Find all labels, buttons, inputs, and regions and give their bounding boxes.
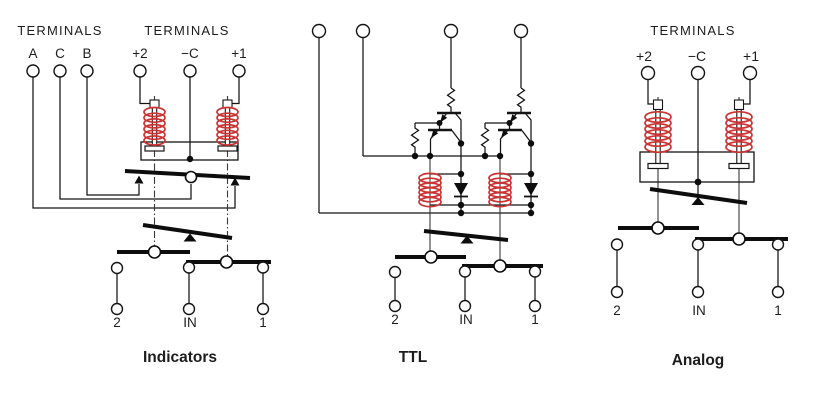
emitter-arrow bbox=[431, 129, 439, 138]
coil-winding bbox=[725, 110, 753, 154]
contact-circle-1 bbox=[256, 261, 270, 274]
terminal-label-c: C bbox=[55, 46, 65, 61]
ttl-terminal-wires bbox=[318, 37, 522, 213]
indicator-coil-wires bbox=[139, 77, 240, 158]
coil-plus1 bbox=[725, 99, 753, 170]
top-terminal-circles bbox=[640, 65, 758, 81]
contact-pivot-left bbox=[651, 221, 665, 235]
diagram-title-analog: Analog bbox=[672, 352, 725, 369]
analog-diagram: TERMINALS +2 −C +1 bbox=[610, 23, 788, 369]
output-label-in: IN bbox=[459, 312, 473, 327]
analog-coil-wires bbox=[647, 79, 751, 181]
terminal-label-plus1: +1 bbox=[743, 48, 759, 64]
flyback-diode-1 bbox=[454, 183, 468, 198]
output-label-in: IN bbox=[692, 303, 706, 318]
output-terminals bbox=[110, 261, 270, 316]
contact-circle-in bbox=[182, 261, 196, 274]
resistor-base-2 bbox=[480, 123, 490, 156]
resistor-base-1 bbox=[410, 123, 420, 156]
output-label-2: 2 bbox=[391, 312, 399, 327]
contact-pivot-right bbox=[732, 232, 746, 246]
transistor-pair-2 bbox=[480, 111, 532, 156]
contact-arrow-b bbox=[134, 175, 144, 184]
armature-pivot-triangle bbox=[691, 197, 705, 205]
terminals-header-left: TERMINALS bbox=[17, 23, 102, 38]
emitter-arrow bbox=[510, 114, 518, 123]
terminal-label-a: A bbox=[28, 46, 37, 61]
output-label-2: 2 bbox=[113, 315, 121, 330]
terminals-header: TERMINALS bbox=[650, 23, 735, 38]
contact-circle-in bbox=[458, 265, 472, 278]
indicator-pivot bbox=[184, 170, 198, 184]
output-label-1: 1 bbox=[259, 315, 267, 330]
contact-circle-1 bbox=[528, 265, 542, 278]
ttl-coil-1 bbox=[418, 172, 442, 208]
output-terminals bbox=[388, 265, 542, 313]
top-terminal-circles bbox=[26, 64, 246, 78]
terminals-header-right: TERMINALS bbox=[144, 23, 229, 38]
terminal-label-plus1: +1 bbox=[231, 46, 246, 61]
indicator-input-wires bbox=[32, 77, 236, 209]
contact-pivot-left bbox=[424, 250, 438, 264]
resistor-collector-1 bbox=[446, 87, 456, 113]
contact-arrow-a bbox=[230, 177, 240, 186]
resistor-collector-2 bbox=[516, 87, 526, 113]
flyback-diode-2 bbox=[524, 183, 538, 198]
indicators-diagram: TERMINALS TERMINALS A C B +2 −C +1 bbox=[17, 23, 271, 366]
terminal-label-plus2: +2 bbox=[636, 48, 652, 64]
output-terminals bbox=[610, 238, 785, 299]
switch-armature bbox=[649, 187, 748, 205]
coil-plus2 bbox=[143, 99, 166, 152]
coil-plus1 bbox=[216, 99, 239, 152]
armature-pivot-triangle bbox=[460, 235, 474, 244]
switch-armature bbox=[142, 223, 233, 240]
ttl-diagram: 2 IN 1 TTL bbox=[311, 23, 543, 366]
contact-pivot-right bbox=[493, 259, 507, 273]
diagram-title-indicators: Indicators bbox=[143, 349, 217, 366]
junction-dots bbox=[411, 120, 535, 217]
contact-pivot-left bbox=[147, 245, 162, 259]
emitter-arrow bbox=[501, 129, 509, 138]
terminal-label-b: B bbox=[82, 46, 91, 61]
contact-circle-1 bbox=[771, 238, 785, 251]
ttl-coil-2 bbox=[488, 172, 512, 208]
top-terminal-circles bbox=[311, 23, 529, 39]
output-label-1: 1 bbox=[531, 312, 539, 327]
terminal-label-minusc: −C bbox=[688, 48, 706, 64]
contact-circle-in bbox=[691, 238, 705, 251]
emitter-arrow bbox=[440, 114, 448, 123]
coil-plus2 bbox=[644, 99, 672, 170]
common-junction-dot bbox=[186, 155, 194, 163]
output-label-in: IN bbox=[183, 315, 197, 330]
terminal-label-minusc: −C bbox=[181, 46, 199, 61]
transistor-pair-1 bbox=[410, 111, 462, 156]
diagram-title-ttl: TTL bbox=[399, 349, 427, 366]
output-label-1: 1 bbox=[774, 303, 782, 318]
coil-winding bbox=[644, 110, 672, 154]
armature-pivot-triangle bbox=[183, 233, 197, 242]
contact-pivot-right bbox=[219, 255, 234, 269]
terminal-label-plus2: +2 bbox=[132, 46, 147, 61]
output-label-2: 2 bbox=[613, 303, 621, 318]
coil-winding bbox=[143, 106, 166, 146]
coil-winding bbox=[216, 106, 239, 146]
switch-armature bbox=[423, 229, 509, 242]
